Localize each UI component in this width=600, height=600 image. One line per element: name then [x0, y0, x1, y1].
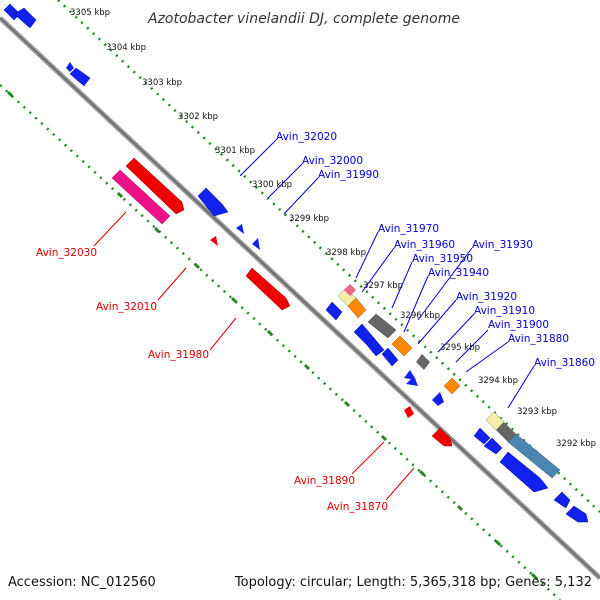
kbp-tick-label: 3295 kbp	[440, 343, 480, 353]
kbp-tick-label: 3292 kbp	[556, 439, 596, 449]
gene-forward[interactable]	[553, 491, 571, 509]
feature-gray[interactable]	[416, 354, 430, 370]
kbp-tick-label: 3300 kbp	[252, 180, 292, 190]
gene-reverse[interactable]	[210, 236, 218, 246]
gene-forward[interactable]	[13, 7, 37, 29]
feature-orange[interactable]	[347, 297, 367, 319]
gene-label-forward[interactable]: Avin_31920	[456, 291, 517, 303]
gene-reverse[interactable]	[125, 157, 185, 215]
gene-label-reverse[interactable]: Avin_32010	[96, 301, 157, 313]
gene-forward[interactable]	[499, 451, 549, 493]
accession-text: Accession: NC_012560	[8, 575, 156, 590]
kbp-tick-label: 3294 kbp	[478, 376, 518, 386]
gene-forward[interactable]	[325, 301, 343, 321]
inner-ruler-ticks	[6, 90, 538, 580]
kbp-tick-label: 3293 kbp	[517, 407, 557, 417]
gene-forward[interactable]	[252, 238, 260, 250]
gene-forward[interactable]	[197, 187, 229, 217]
forward-label-lines	[239, 139, 535, 409]
reverse-gene-labels: Avin_32030 Avin_32010 Avin_31980 Avin_31…	[36, 247, 388, 513]
gene-label-forward[interactable]: Avin_31950	[412, 253, 473, 265]
gene-reverse[interactable]	[245, 267, 291, 311]
gene-label-forward[interactable]: Avin_31940	[428, 267, 489, 279]
gene-label-reverse[interactable]: Avin_31870	[327, 501, 388, 513]
gene-label-reverse[interactable]: Avin_31890	[294, 475, 355, 487]
kbp-tick-label: 3303 kbp	[142, 78, 182, 88]
gene-label-reverse[interactable]: Avin_32030	[36, 247, 97, 259]
gene-reverse[interactable]	[431, 427, 453, 447]
gene-reverse[interactable]	[111, 169, 171, 225]
gene-label-reverse[interactable]: Avin_31980	[148, 349, 209, 361]
gene-label-forward[interactable]: Avin_31910	[474, 305, 535, 317]
gene-reverse[interactable]	[404, 406, 414, 418]
kbp-tick-label: 3305 kbp	[70, 8, 110, 18]
feature-orange[interactable]	[443, 377, 461, 395]
feature-gray[interactable]	[496, 422, 516, 442]
topology-text: Topology: circular; Length: 5,365,318 bp…	[234, 575, 592, 590]
forward-genes	[3, 3, 589, 523]
feature-steel[interactable]	[507, 433, 561, 479]
feature-pink[interactable]	[344, 284, 356, 296]
reverse-label-lines	[93, 211, 415, 501]
gene-forward[interactable]	[69, 67, 91, 87]
gene-forward[interactable]	[432, 392, 444, 406]
gene-forward[interactable]	[483, 437, 503, 455]
gene-label-forward[interactable]: Avin_31970	[378, 223, 439, 235]
genome-backbone-core	[0, 17, 600, 579]
kbp-tick-labels: 3305 kbp 3304 kbp 3303 kbp 3302 kbp 3301…	[70, 8, 596, 449]
map-title: Azotobacter vinelandii DJ, complete geno…	[147, 11, 460, 27]
gene-label-forward[interactable]: Avin_31860	[534, 357, 595, 369]
gene-label-forward[interactable]: Avin_31880	[508, 333, 569, 345]
feature-gray[interactable]	[367, 313, 397, 339]
gene-forward[interactable]	[381, 347, 399, 367]
gene-label-forward[interactable]: Avin_31900	[488, 319, 549, 331]
kbp-tick-label: 3302 kbp	[178, 112, 218, 122]
gene-forward[interactable]	[365, 337, 385, 357]
gene-label-forward[interactable]: Avin_31990	[318, 169, 379, 181]
forward-gene-labels: Avin_32020 Avin_32000 Avin_31990 Avin_31…	[276, 131, 595, 369]
reverse-genes	[111, 157, 453, 447]
kbp-tick-label: 3299 kbp	[289, 214, 329, 224]
gene-forward[interactable]	[406, 376, 418, 386]
kbp-tick-label: 3296 kbp	[400, 311, 440, 321]
feature-orange[interactable]	[391, 335, 413, 357]
gene-forward[interactable]	[66, 62, 74, 72]
gene-forward[interactable]	[565, 505, 589, 523]
gene-label-forward[interactable]: Avin_31960	[394, 239, 455, 251]
gene-forward[interactable]	[473, 427, 491, 445]
kbp-tick-label: 3298 kbp	[326, 248, 366, 258]
gene-label-forward[interactable]: Avin_32020	[276, 131, 337, 143]
gene-label-forward[interactable]: Avin_31930	[472, 239, 533, 251]
gene-forward[interactable]	[236, 224, 244, 234]
kbp-tick-label: 3297 kbp	[363, 281, 403, 291]
gene-label-forward[interactable]: Avin_32000	[302, 155, 363, 167]
kbp-tick-label: 3304 kbp	[106, 43, 146, 53]
kbp-tick-label: 3301 kbp	[215, 146, 255, 156]
